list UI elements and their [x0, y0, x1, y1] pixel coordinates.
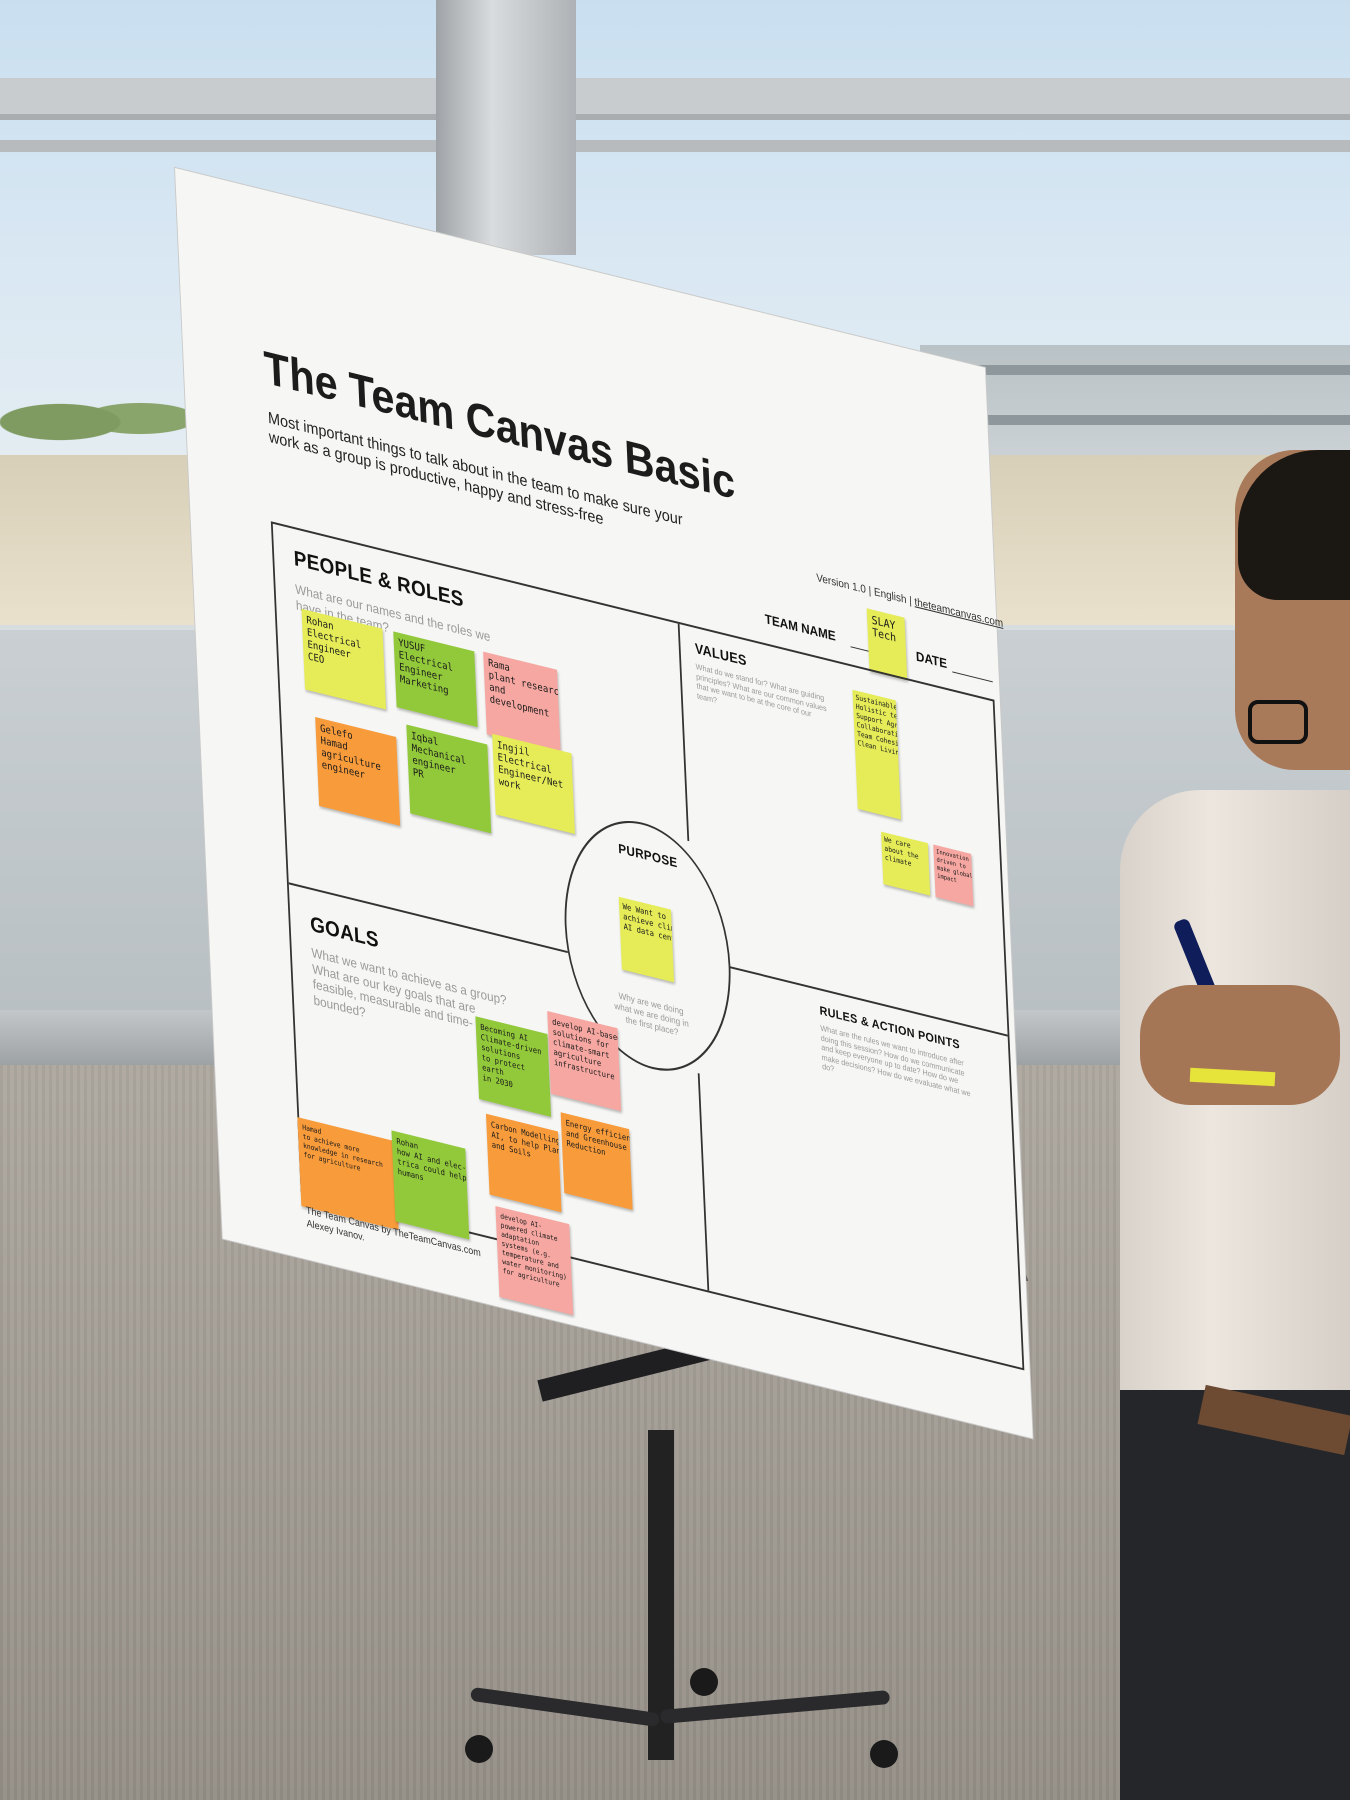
- board-meta: Version 1.0 | English | theteamcanvas.co…: [816, 571, 1004, 631]
- sticky-note-purpose[interactable]: We Want to achieve climate AI data centr…: [618, 896, 675, 983]
- date-label: DATE: [915, 648, 948, 672]
- easel-wheel: [870, 1740, 898, 1768]
- section-title-purpose: PURPOSE: [617, 840, 678, 871]
- person-hands: [1140, 985, 1340, 1105]
- sticky-note-values-innovation[interactable]: Innovation driven to make global impact: [933, 844, 974, 907]
- team-name-label: TEAM NAME: [764, 611, 836, 644]
- sticky-note-goal-climate-adaptation[interactable]: develop AI- powered climate adaptation s…: [495, 1205, 574, 1316]
- divider-vertical-bottom: [697, 1073, 710, 1291]
- easel-pole: [648, 1430, 674, 1760]
- divider-vertical-top: [677, 623, 690, 842]
- sticky-note-goal-rohan[interactable]: Rohan how AI and elec- trica could help …: [391, 1130, 470, 1240]
- sticky-note-values-list[interactable]: Sustainable Holistic tech Support Agri C…: [852, 689, 901, 820]
- glasses: [1248, 700, 1308, 744]
- window-frame: [0, 140, 1350, 152]
- section-question-purpose: Why are we doing what we are doing in th…: [614, 990, 689, 1037]
- version-label: Version 1.0: [816, 571, 867, 597]
- site-link[interactable]: theteamcanvas.com: [914, 596, 1004, 631]
- team-canvas-board: The Team Canvas Basic Most important thi…: [175, 168, 1033, 1439]
- window-frame: [0, 78, 1350, 120]
- section-question-values: What do we stand for? What are guiding p…: [695, 661, 827, 719]
- person-pants: [1120, 1390, 1350, 1800]
- date-line: [952, 671, 993, 683]
- palm-trees: [0, 380, 200, 450]
- language-label: English: [873, 586, 907, 607]
- window-mullion: [436, 0, 576, 255]
- easel-wheel: [465, 1735, 493, 1763]
- easel-wheel: [690, 1668, 718, 1696]
